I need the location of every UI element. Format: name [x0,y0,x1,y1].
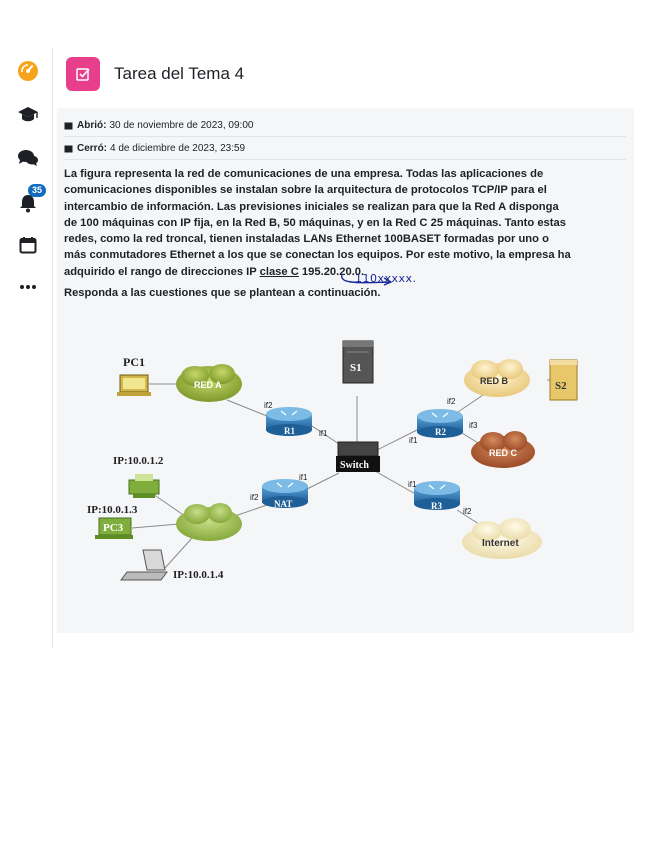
switch-icon [336,441,380,472]
nat-if2-label: if2 [250,493,259,502]
r2-if2-label: if2 [447,397,456,406]
red-b-label: RED B [480,376,509,386]
r2-if1-label: if1 [409,436,418,445]
s2-label: S2 [555,380,567,392]
calendar-icon [64,145,73,152]
graduation-cap-icon[interactable] [15,102,41,128]
r1-if1-label: if1 [319,429,328,438]
calendar-icon [64,122,73,129]
ip-label-pc3: IP:10.0.1.3 [87,504,138,516]
laptop-icon [120,549,168,581]
red-c-label: RED C [489,448,518,458]
activity-header: Tarea del Tema 4 [66,56,244,92]
calendar-icon[interactable] [15,232,41,258]
r1-if2-label: if2 [264,401,273,410]
activity-dates: Abrió: 30 de noviembre de 2023, 09:00 Ce… [64,114,626,160]
router-nat-icon [262,479,308,508]
switch-label: Switch [340,460,369,471]
opened-label: Abrió: [77,119,107,131]
closed-date-row: Cerró: 4 de diciembre de 2023, 23:59 [64,137,626,160]
intro-line: adquirido el rango de direcciones IP cla… [64,264,630,280]
r3-label: R3 [431,501,442,511]
r3-if1-label: if1 [408,480,417,489]
pc3-label: PC3 [103,522,124,534]
r3-if2-label: if2 [463,507,472,516]
left-nav-rail: 35 [0,48,53,648]
intro-line-start: adquirido el rango de direcciones IP [64,265,260,278]
opened-value: 30 de noviembre de 2023, 09:00 [109,119,254,131]
red-a-cloud [176,364,242,402]
ip-label-printer: IP:10.0.1.2 [113,455,164,467]
notifications-count-badge: 35 [28,184,47,197]
pc3-icon [95,517,133,539]
intro-line-end: 195.20.20.0. [298,265,365,278]
assignment-intro-text: La figura representa la red de comunicac… [64,166,630,280]
internet-label: Internet [482,538,519,549]
pc1-label: PC1 [123,355,145,369]
ip-label-laptop: IP:10.0.1.4 [173,569,224,581]
printer-icon [128,474,160,498]
intro-line: más conmutadores Ethernet a los que se c… [64,249,571,262]
pc1-icon [117,374,151,396]
nat-label: NAT [274,499,292,509]
notifications-bell-icon[interactable]: 35 [15,184,47,216]
opened-date-row: Abrió: 30 de noviembre de 2023, 09:00 [64,114,626,137]
internet-cloud [462,518,542,559]
handwritten-note: 110xxxxx. [355,272,417,285]
more-icon[interactable] [15,274,41,300]
question-prompt: Responda a las cuestiones que se plantea… [64,287,381,299]
handwritten-arrow [341,273,393,286]
page-title: Tarea del Tema 4 [114,64,245,83]
red-a-label: RED A [194,380,222,390]
server-s2-icon [549,359,578,401]
r2-if3-label: if3 [469,421,478,430]
red-c-cloud [471,431,535,468]
closed-label: Cerró: [77,142,108,154]
red-b-cloud [464,359,530,397]
intro-line: de 100 máquinas con IP fija, en la Red B… [64,216,566,229]
intro-line: intercambio de información. Las previsio… [64,200,559,213]
intro-line: comunicaciones disponibles se instalan s… [64,184,547,197]
s1-label: S1 [350,362,362,374]
router-r3-icon [414,481,460,510]
intro-line: redes, como la red troncal, tienen insta… [64,233,549,246]
router-r2-icon [417,409,463,438]
chat-icon[interactable] [15,145,41,171]
ip-class-underlined: clase C [259,265,299,278]
r2-label: R2 [435,427,446,437]
network-diagram: PC1 RED A S1 RED B S2 R1 if2 if1 Switch [87,340,578,581]
closed-value: 4 de diciembre de 2023, 23:59 [110,142,246,154]
r1-label: R1 [284,426,295,436]
intro-line: La figura representa la red de comunicac… [64,168,544,180]
nat-if1-label: if1 [299,473,308,482]
assignment-icon [66,57,100,91]
server-s1-icon [342,340,374,384]
local-lan-cloud [176,503,242,541]
dashboard-icon[interactable] [15,58,41,84]
router-r1-icon [266,407,312,436]
